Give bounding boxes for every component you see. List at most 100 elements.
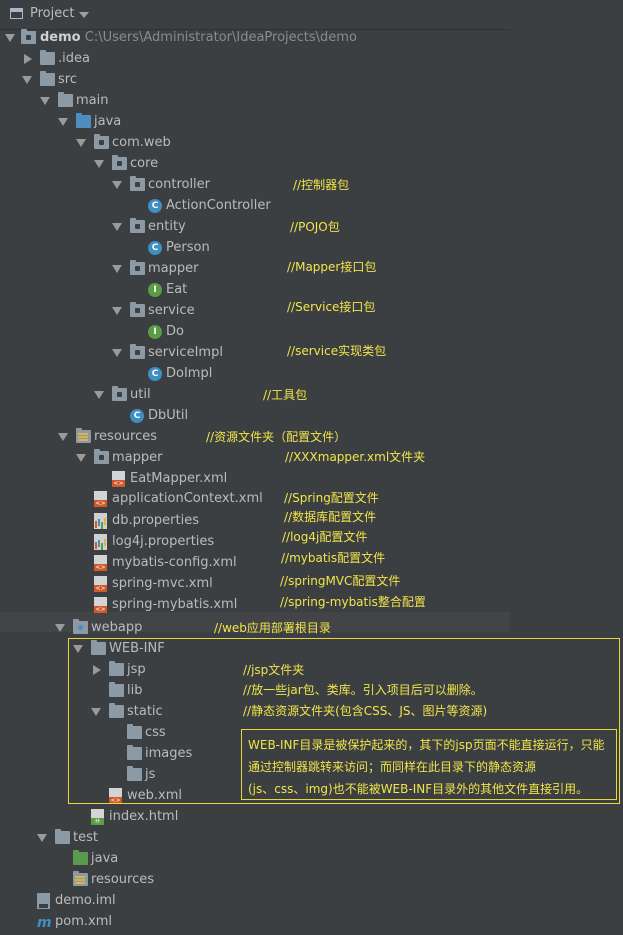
tree-item-label: static bbox=[127, 704, 163, 719]
folder-icon bbox=[58, 92, 73, 107]
xml-file-icon bbox=[109, 788, 122, 804]
annotation-res-mapper: //XXXmapper.xml文件夹 bbox=[285, 450, 426, 464]
tree-item-label: Person bbox=[166, 240, 210, 255]
resources-folder-icon bbox=[76, 428, 91, 443]
folder-icon bbox=[109, 661, 124, 676]
annotation-serviceimpl: //service实现类包 bbox=[287, 344, 387, 358]
tree-item-label: spring-mvc.xml bbox=[112, 576, 213, 591]
expand-arrow-icon[interactable] bbox=[91, 708, 101, 716]
tree-item-label: log4j.properties bbox=[112, 534, 215, 549]
annotation-jsp: //jsp文件夹 bbox=[243, 663, 305, 677]
test-resources-folder-icon bbox=[73, 871, 88, 886]
expand-arrow-icon[interactable] bbox=[58, 433, 68, 441]
expand-arrow-icon[interactable] bbox=[112, 181, 122, 189]
folder-icon bbox=[40, 50, 55, 65]
folder-icon bbox=[109, 703, 124, 718]
class-icon: C bbox=[130, 409, 144, 423]
web-folder-icon bbox=[73, 619, 88, 634]
tree-item-label: js bbox=[145, 767, 156, 782]
web-inf-highlight-box bbox=[68, 638, 620, 804]
expand-arrow-icon[interactable] bbox=[76, 139, 86, 147]
tree-item-label: db.properties bbox=[112, 513, 199, 528]
package-icon bbox=[130, 302, 145, 317]
class-icon: C bbox=[148, 199, 162, 213]
tree-item-label: mapper bbox=[112, 450, 163, 465]
expand-arrow-icon[interactable] bbox=[94, 391, 104, 399]
module-folder-icon bbox=[21, 29, 36, 44]
expand-arrow-icon[interactable] bbox=[112, 223, 122, 231]
expand-arrow-icon[interactable] bbox=[22, 76, 32, 84]
class-icon: C bbox=[148, 241, 162, 255]
tree-item-label: resources bbox=[91, 872, 155, 887]
tree-item-label: jsp bbox=[127, 662, 146, 677]
tree-item-label: css bbox=[145, 725, 166, 740]
tree-item-label: index.html bbox=[109, 809, 179, 824]
expand-arrow-icon[interactable] bbox=[94, 160, 104, 168]
explanation-line-1: WEB-INF目录是被保护起来的，其下的jsp页面不能直接运行，只能 bbox=[248, 738, 605, 752]
properties-file-icon bbox=[94, 513, 107, 529]
tree-item-label: com.web bbox=[112, 135, 171, 150]
tree-item-label: Eat bbox=[166, 282, 188, 297]
project-window-icon bbox=[10, 8, 23, 19]
tree-item-label: DoImpl bbox=[166, 366, 213, 381]
package-icon bbox=[94, 449, 109, 464]
module-file-icon bbox=[37, 893, 50, 909]
tree-item-label: webapp bbox=[91, 620, 143, 635]
project-path: C:\Users\Administrator\IdeaProjects\demo bbox=[84, 30, 357, 45]
collapse-arrow-icon[interactable] bbox=[24, 54, 32, 64]
tree-item-label: lib bbox=[127, 683, 143, 698]
tree-item-label: mapper bbox=[148, 261, 199, 276]
folder-icon bbox=[127, 745, 142, 760]
package-icon bbox=[130, 260, 145, 275]
tree-item-label: DbUtil bbox=[148, 408, 189, 423]
expand-arrow-icon[interactable] bbox=[5, 34, 15, 42]
tree-item-label: images bbox=[145, 746, 193, 761]
maven-icon: m bbox=[37, 915, 52, 931]
expand-arrow-icon[interactable] bbox=[37, 834, 47, 842]
chevron-down-icon[interactable] bbox=[79, 12, 89, 18]
tree-item-label: util bbox=[130, 387, 151, 402]
tree-item-label: controller bbox=[148, 177, 211, 192]
tree-item-label: .idea bbox=[58, 51, 90, 66]
annotation-mybatis: //mybatis配置文件 bbox=[281, 551, 386, 565]
annotation-static: //静态资源文件夹(包含CSS、JS、图片等资源) bbox=[243, 704, 488, 718]
expand-arrow-icon[interactable] bbox=[55, 624, 65, 632]
annotation-db: //数据库配置文件 bbox=[284, 510, 377, 524]
tree-item-label: applicationContext.xml bbox=[112, 491, 263, 506]
folder-icon bbox=[109, 682, 124, 697]
annotation-lib: //放一些jar包、类库。引入项目后可以删除。 bbox=[243, 683, 483, 697]
collapse-arrow-icon[interactable] bbox=[93, 665, 101, 675]
expand-arrow-icon[interactable] bbox=[40, 97, 50, 105]
folder-icon bbox=[127, 724, 142, 739]
expand-arrow-icon[interactable] bbox=[58, 118, 68, 126]
expand-arrow-icon[interactable] bbox=[73, 645, 83, 653]
annotation-springmvc: //springMVC配置文件 bbox=[280, 574, 401, 588]
tree-item-label: demo bbox=[40, 30, 81, 45]
expand-arrow-icon[interactable] bbox=[76, 454, 86, 462]
project-view-selector[interactable]: Project bbox=[30, 6, 75, 21]
explanation-line-3: (js、css、img)也不能被WEB-INF目录外的其他文件直接引用。 bbox=[248, 782, 589, 796]
package-icon bbox=[130, 176, 145, 191]
annotation-service: //Service接口包 bbox=[287, 300, 376, 314]
expand-arrow-icon[interactable] bbox=[112, 349, 122, 357]
annotation-util: //工具包 bbox=[263, 388, 308, 402]
tree-item-label: web.xml bbox=[127, 788, 182, 803]
xml-file-icon bbox=[94, 576, 107, 592]
annotation-mapper: //Mapper接口包 bbox=[287, 260, 377, 274]
expand-arrow-icon[interactable] bbox=[112, 265, 122, 273]
interface-icon: I bbox=[148, 325, 162, 339]
package-icon bbox=[94, 134, 109, 149]
annotation-log4j: //log4j配置文件 bbox=[282, 530, 368, 544]
annotation-entity: //POJO包 bbox=[290, 220, 340, 234]
tree-item-label: WEB-INF bbox=[109, 641, 165, 656]
annotation-appctx: //Spring配置文件 bbox=[284, 491, 379, 505]
tree-item-label: test bbox=[73, 830, 98, 845]
selected-row-highlight bbox=[0, 612, 510, 632]
tree-item-label: src bbox=[58, 72, 77, 87]
annotation-resources: //资源文件夹（配置文件） bbox=[206, 430, 347, 444]
tree-item-label: mybatis-config.xml bbox=[112, 555, 237, 570]
tree-item-label: EatMapper.xml bbox=[130, 471, 228, 486]
expand-arrow-icon[interactable] bbox=[112, 307, 122, 315]
folder-icon bbox=[91, 640, 106, 655]
tree-item-label: pom.xml bbox=[55, 914, 112, 929]
